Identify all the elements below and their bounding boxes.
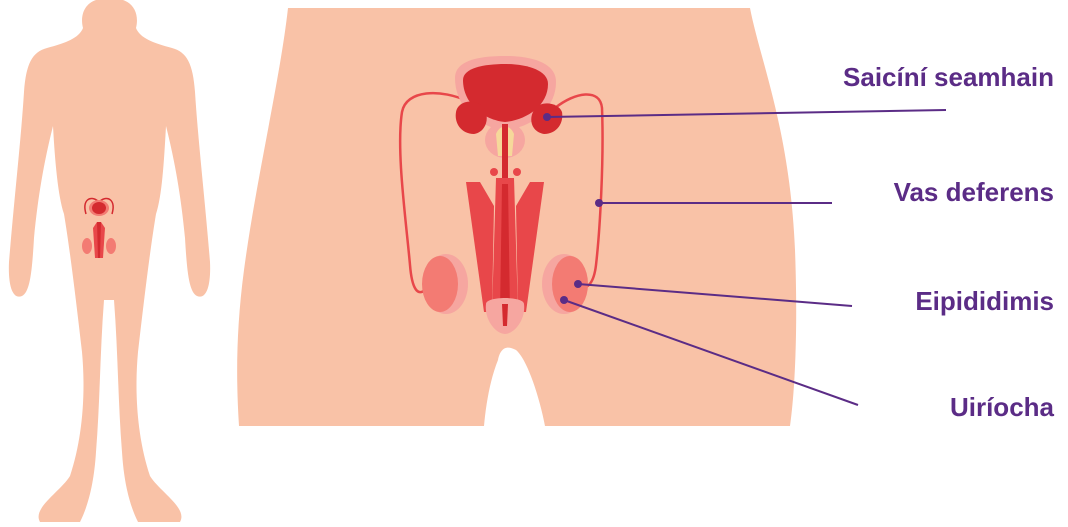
label-vas-deferens: Vas deferens: [894, 177, 1054, 207]
small-body-figure: [9, 0, 210, 522]
label-seminal-vesicles: Saicíní seamhain: [843, 62, 1054, 92]
label-testicles: Uiríocha: [950, 392, 1054, 422]
label-epididymis: Eipididimis: [915, 286, 1054, 316]
